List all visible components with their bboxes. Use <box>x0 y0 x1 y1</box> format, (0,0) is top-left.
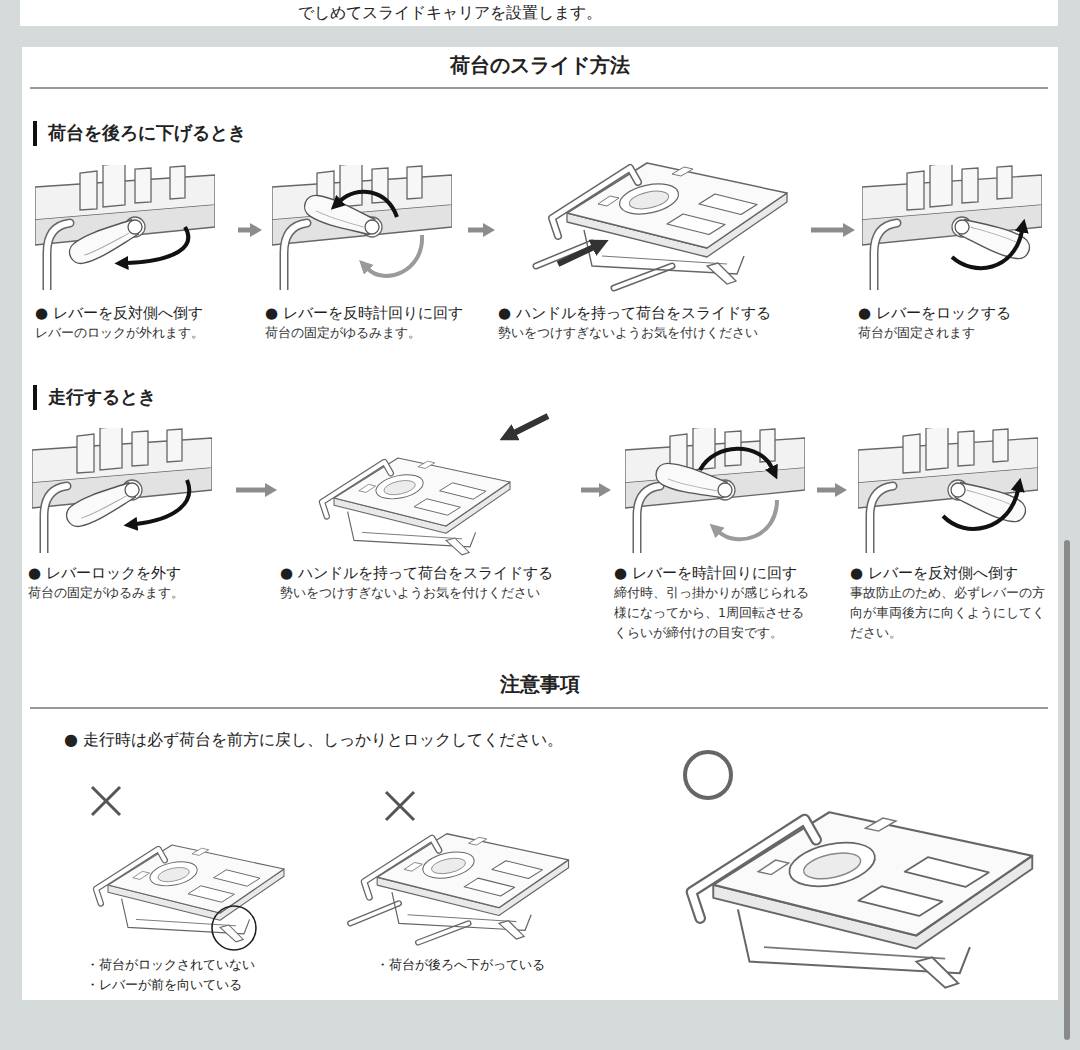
rotate-arrow <box>700 449 772 470</box>
rails <box>350 903 468 942</box>
caution-item: ・レバーが前を向いている <box>86 977 242 994</box>
lever-closeup <box>862 163 1042 290</box>
carrier-figure <box>350 834 568 943</box>
page-title: 荷台のスライド方法 <box>450 52 630 78</box>
step-heading: ● レバーをロックする <box>858 303 1048 323</box>
step-note: 締付時、引っ掛かりが感じられる様になってから、1周回転させるくらいが締付けの目安… <box>614 583 814 643</box>
connectors <box>236 230 843 490</box>
step-heading: ● ハンドルを持って荷台をスライドする <box>498 303 808 323</box>
lever-closeup <box>858 426 1038 553</box>
step-arrow <box>236 488 265 493</box>
carrier <box>322 458 510 555</box>
rotate-arrow <box>368 235 422 276</box>
heading-bar <box>33 121 37 146</box>
carrier <box>552 163 787 284</box>
carrier-figure <box>692 812 1033 987</box>
step-arrow <box>468 228 483 233</box>
step-box: ● レバーを反対側へ倒す事故防止のため、必ずレバーの方向が車両後方に向くようにし… <box>850 428 1055 643</box>
highlight-circle <box>212 906 256 950</box>
step-note: 勢いをつけすぎないようお気を付けください <box>280 583 578 603</box>
step-heading: ● レバーロックを外す <box>28 563 233 583</box>
rotate-arrow <box>952 231 1022 268</box>
step-arrow <box>811 228 843 233</box>
step-box: ● レバーを反時計回りに回す荷台の固定がゆるみます。 <box>265 165 465 343</box>
rotate-arrow <box>719 500 777 539</box>
ok-mark <box>685 752 731 798</box>
rotate-arrow <box>127 227 188 263</box>
lever-base <box>858 428 1038 553</box>
top-panel <box>20 0 1058 26</box>
ng-mark <box>92 787 120 815</box>
lever-base <box>625 428 805 553</box>
step-note: 荷台の固定がゆるみます。 <box>265 323 465 343</box>
step-heading: ● レバーを反時計回りに回す <box>265 303 465 323</box>
step-note: 勢いをつけすぎないようお気を付けください <box>498 323 808 343</box>
step-box: ● レバーを時計回りに回す締付時、引っ掛かりが感じられる様になってから、1周回転… <box>614 428 814 643</box>
caution-item: ・荷台が後ろへ下がっている <box>376 957 545 974</box>
caution-item: ・荷台がロックされていない <box>86 957 255 974</box>
lever-base <box>35 165 215 290</box>
carrier-figure <box>536 163 787 288</box>
main-panel <box>22 47 1058 1000</box>
step-heading: ● レバーを時計回りに回す <box>614 563 814 583</box>
lever <box>653 460 735 504</box>
lever-closeup <box>272 163 452 290</box>
section-heading: 走行するとき <box>48 385 156 408</box>
step-note: 事故防止のため、必ずレバーの方向が車両後方に向くようにしてください。 <box>850 583 1055 643</box>
step-note: 荷台が固定されます <box>858 323 1048 343</box>
ng-mark <box>386 792 414 820</box>
lever-base <box>272 165 452 290</box>
rotate-arrow <box>943 490 1018 529</box>
step-box: ● レバーロックを外す荷台の固定がゆるみます。 <box>28 428 233 603</box>
step-box: ● レバーをロックする荷台が固定されます <box>858 165 1048 343</box>
carrier <box>364 834 568 939</box>
step-heading: ● ハンドルを持って荷台をスライドする <box>280 563 578 583</box>
slide-arrow <box>558 247 594 264</box>
caution-note: ● 走行時は必ず荷台を前方に戻し、しっかりとロックしてください。 <box>64 730 563 751</box>
title-rule <box>30 88 1048 89</box>
section-heading: 注意事項 <box>500 671 580 697</box>
lever <box>62 476 143 532</box>
scrollbar <box>1064 540 1070 1040</box>
carrier-figure <box>322 458 510 555</box>
rails <box>536 243 672 288</box>
lever-closeup <box>32 426 212 553</box>
step-note: 荷台の固定がゆるみます。 <box>28 583 233 603</box>
lever-base <box>32 428 212 553</box>
section-heading: 荷台を後ろに下げるとき <box>48 121 246 144</box>
slide-arrow <box>514 416 548 433</box>
heading-bar <box>33 385 37 410</box>
step-arrow <box>238 228 250 233</box>
step-arrow <box>817 488 835 493</box>
lever-closeup <box>625 426 805 553</box>
step-box: ● レバーを反対側へ倒すレバーのロックが外れます。 <box>35 165 235 343</box>
intro-text: でしめてスライドキャリアを設置します。 <box>298 3 602 24</box>
carrier <box>692 812 1033 987</box>
step-note: レバーのロックが外れます。 <box>35 323 235 343</box>
section-rule <box>30 708 1048 709</box>
lever-base <box>862 165 1042 290</box>
step-box: ● ハンドルを持って荷台をスライドする勢いをつけすぎないようお気を付けください <box>498 165 808 343</box>
step-heading: ● レバーを反対側へ倒す <box>850 563 1055 583</box>
rotate-arrow <box>136 480 189 524</box>
rotate-arrow <box>340 192 397 217</box>
step-arrow <box>581 488 599 493</box>
lever <box>65 213 146 269</box>
step-heading: ● レバーを反対側へ倒す <box>35 303 235 323</box>
lever-closeup <box>35 163 215 290</box>
step-box: ● ハンドルを持って荷台をスライドする勢いをつけすぎないようお気を付けください <box>280 428 578 603</box>
